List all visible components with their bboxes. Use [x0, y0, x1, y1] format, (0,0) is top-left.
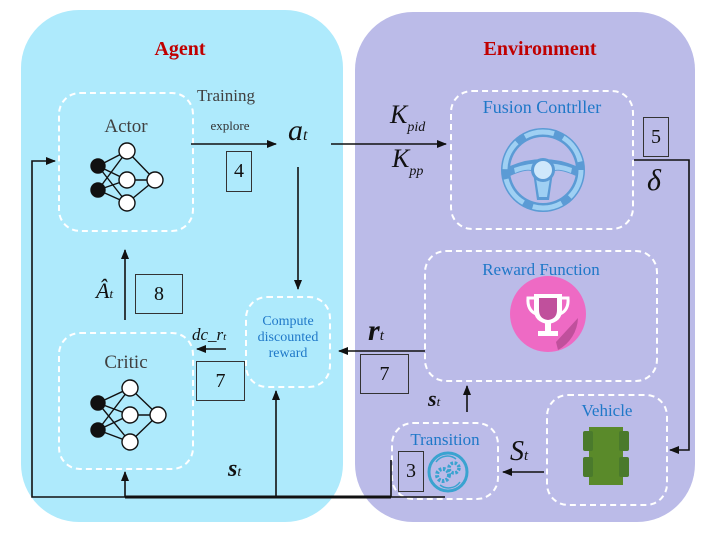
- compute-reward-module[interactable]: [245, 296, 331, 388]
- compute-reward-label: Compute discounted reward: [245, 314, 331, 362]
- transition-module[interactable]: [391, 422, 499, 500]
- arrow-controller-to-vehicle: [634, 159, 690, 454]
- step-3-badge: 3: [398, 451, 424, 492]
- kpp-sub: pp: [409, 164, 424, 179]
- critic-module[interactable]: [58, 332, 194, 470]
- kpp-symbol: Kpp: [392, 144, 423, 180]
- state-up-symbol: st: [428, 386, 440, 412]
- transition-label: Transition: [410, 430, 480, 449]
- kpid-sub: pid: [407, 120, 426, 135]
- fusion-controller-module[interactable]: [450, 90, 634, 230]
- compute-reward-line-2: discounted: [257, 330, 319, 346]
- transition-state-output: [390, 460, 445, 498]
- advantage-main: Â: [96, 278, 110, 303]
- advantage-symbol: Ât: [96, 278, 113, 304]
- gears-cycle-icon: [427, 451, 469, 493]
- agent-title: Agent: [154, 38, 206, 60]
- vehicle-module[interactable]: [546, 394, 668, 506]
- fusion-controller-label: Fusion Contrller: [482, 97, 602, 117]
- step-7-env-badge: 7: [360, 354, 409, 394]
- action-main: a: [288, 114, 303, 147]
- arrow-state-to-actor: [31, 157, 391, 498]
- state-symbol-agent: st: [228, 456, 241, 483]
- explore-label: explore: [210, 118, 250, 133]
- environment-title: Environment: [483, 38, 597, 60]
- state-up-sub: t: [436, 394, 441, 409]
- reward-main: r: [368, 314, 380, 347]
- actor-label: Actor: [104, 116, 148, 137]
- kpid-symbol: Kpid: [390, 100, 425, 136]
- reward-function-module[interactable]: [424, 250, 658, 382]
- state-up-main: s: [428, 386, 437, 411]
- kpid-main: K: [390, 100, 408, 129]
- critic-network-icon: [90, 379, 167, 451]
- dc-reward-symbol: dc_rt: [192, 325, 226, 345]
- reward-sub: t: [379, 328, 384, 344]
- vehicle-state-sub: t: [524, 448, 529, 464]
- action-sub: t: [303, 127, 308, 144]
- dc-reward-sub: t: [223, 331, 227, 343]
- steering-wheel-icon: [501, 128, 585, 212]
- state-main: s: [228, 456, 238, 482]
- step-8-badge: 8: [135, 274, 183, 314]
- step-5-badge: 5: [643, 117, 669, 157]
- compute-reward-line-1: Compute: [262, 314, 314, 329]
- action-symbol: at: [288, 114, 307, 148]
- vehicle-state-main: S: [510, 436, 524, 467]
- reward-function-label: Reward Function: [482, 260, 600, 279]
- advantage-sub: t: [109, 286, 114, 301]
- vehicle-state-symbol: St: [510, 436, 528, 468]
- critic-label: Critic: [104, 352, 148, 373]
- step-4-badge: 4: [226, 151, 252, 192]
- training-label: Training: [197, 86, 255, 105]
- reward-symbol: rt: [368, 314, 384, 348]
- car-top-view-icon: [583, 427, 629, 485]
- dc-reward-main: dc_r: [192, 325, 224, 344]
- trophy-icon: [510, 276, 586, 352]
- state-sub: t: [237, 465, 242, 480]
- step-7-agent-badge: 7: [196, 361, 245, 401]
- vehicle-label: Vehicle: [581, 401, 633, 420]
- actor-network-icon: [90, 142, 164, 212]
- kpp-main: K: [392, 144, 410, 173]
- delta-symbol: δ: [647, 164, 661, 197]
- actor-module[interactable]: [58, 92, 194, 232]
- compute-reward-line-3: reward: [268, 346, 308, 362]
